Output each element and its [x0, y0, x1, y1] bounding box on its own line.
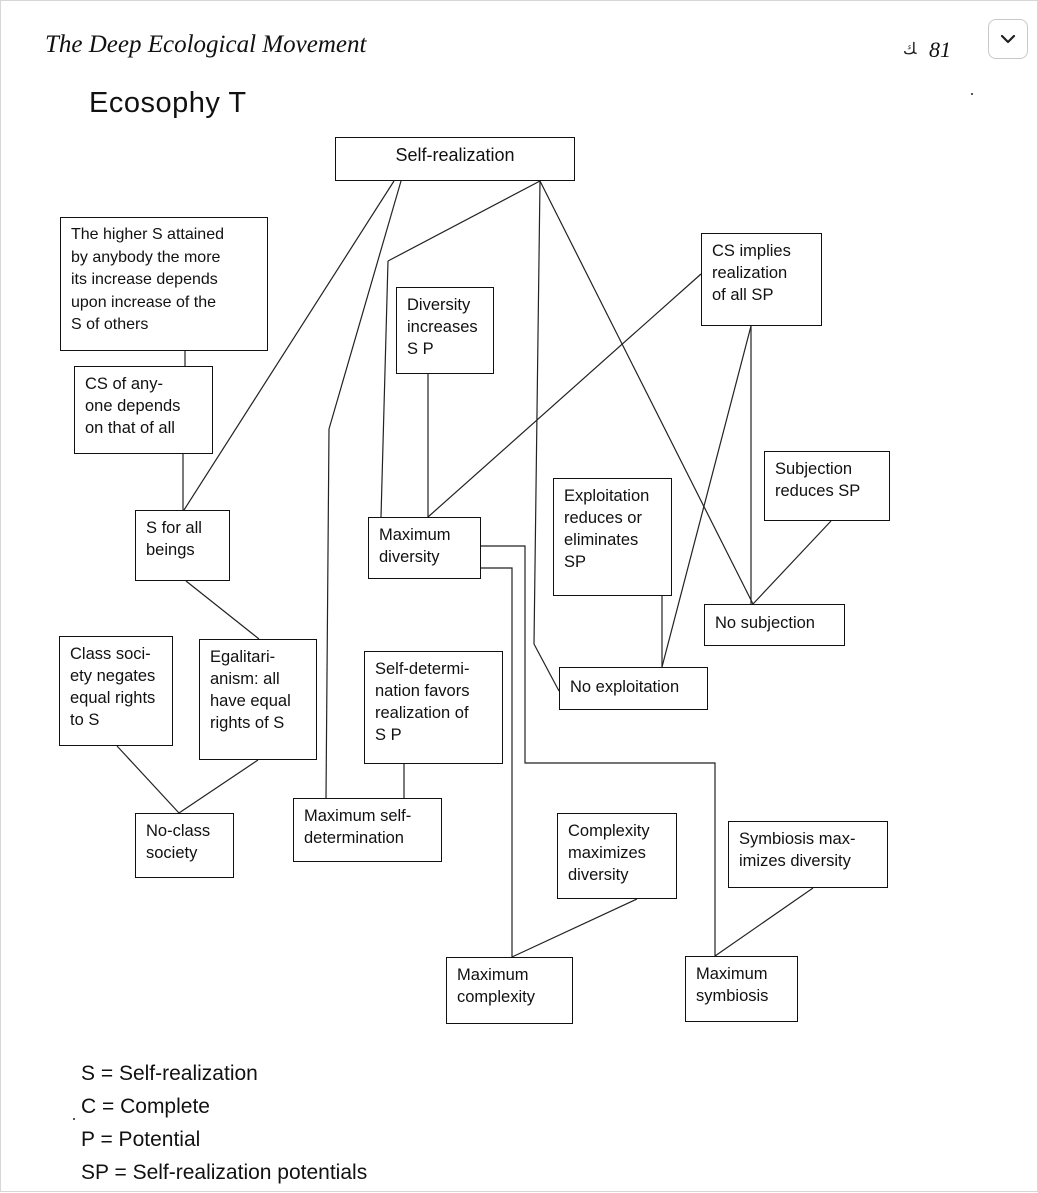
connector-line — [116, 745, 180, 814]
box-higher-s-attained: The higher S attained by anybody the mor… — [60, 217, 268, 351]
chevron-down-icon — [1000, 34, 1016, 44]
box-no-subjection: No subjection — [704, 604, 845, 646]
connector-line — [185, 580, 260, 640]
connector-line — [533, 180, 541, 645]
box-complexity-maximizes: Complexity maximizes diversity — [557, 813, 677, 899]
box-no-exploitation: No exploitation — [559, 667, 708, 710]
box-subjection-reduces-sp: Subjection reduces SP — [764, 451, 890, 521]
connector-line — [539, 180, 754, 605]
box-egalitarianism: Egalitari- anism: all have equal rights … — [199, 639, 317, 760]
box-symbiosis-maximizes: Symbiosis max- imizes diversity — [728, 821, 888, 888]
scan-speck — [73, 1118, 75, 1120]
connector-line — [752, 520, 832, 605]
connector-line — [178, 759, 259, 814]
box-class-society-negates: Class soci- ety negates equal rights to … — [59, 636, 173, 746]
connector-line — [325, 428, 330, 799]
box-maximum-complexity: Maximum complexity — [446, 957, 573, 1024]
box-exploitation-reduces: Exploitation reduces or eliminates SP — [553, 478, 672, 596]
connector-line — [481, 545, 716, 956]
box-maximum-self-determination: Maximum self- determination — [293, 798, 442, 862]
legend-item: C = Complete — [81, 1095, 210, 1118]
connector-line — [533, 643, 560, 692]
box-no-class-society: No-class society — [135, 813, 234, 878]
connector-line — [427, 273, 702, 518]
legend-item: S = Self-realization — [81, 1062, 258, 1085]
connector-line — [328, 180, 402, 430]
connector-line — [661, 325, 752, 668]
connector-line — [380, 260, 389, 518]
page-ornament: ﻚ — [903, 39, 917, 58]
legend: S = Self-realization C = Complete P = Po… — [81, 1057, 367, 1189]
page-number: 81 — [929, 37, 951, 62]
legend-item: SP = Self-realization potentials — [81, 1161, 368, 1184]
connector-line — [714, 887, 814, 957]
connector-line — [183, 180, 395, 511]
box-cs-of-anyone: CS of any- one depends on that of all — [74, 366, 213, 454]
connector-line — [481, 567, 513, 957]
legend-item: P = Potential — [81, 1128, 201, 1151]
box-maximum-symbiosis: Maximum symbiosis — [685, 956, 798, 1022]
diagram-title: Ecosophy T — [89, 87, 247, 119]
connector-line — [387, 180, 541, 262]
running-title: The Deep Ecological Movement — [45, 31, 367, 58]
box-diversity-increases-sp: Diversity increases S P — [396, 287, 494, 374]
box-s-for-all-beings: S for all beings — [135, 510, 230, 581]
connector-line — [511, 898, 638, 958]
scan-speck — [971, 93, 973, 95]
box-maximum-diversity: Maximum diversity — [368, 517, 481, 579]
box-self-determination-favors: Self-determi- nation favors realization … — [364, 651, 503, 764]
expand-button[interactable] — [988, 19, 1028, 59]
box-self-realization: Self-realization — [335, 137, 575, 181]
box-cs-implies-realization: CS implies realization of all SP — [701, 233, 822, 326]
